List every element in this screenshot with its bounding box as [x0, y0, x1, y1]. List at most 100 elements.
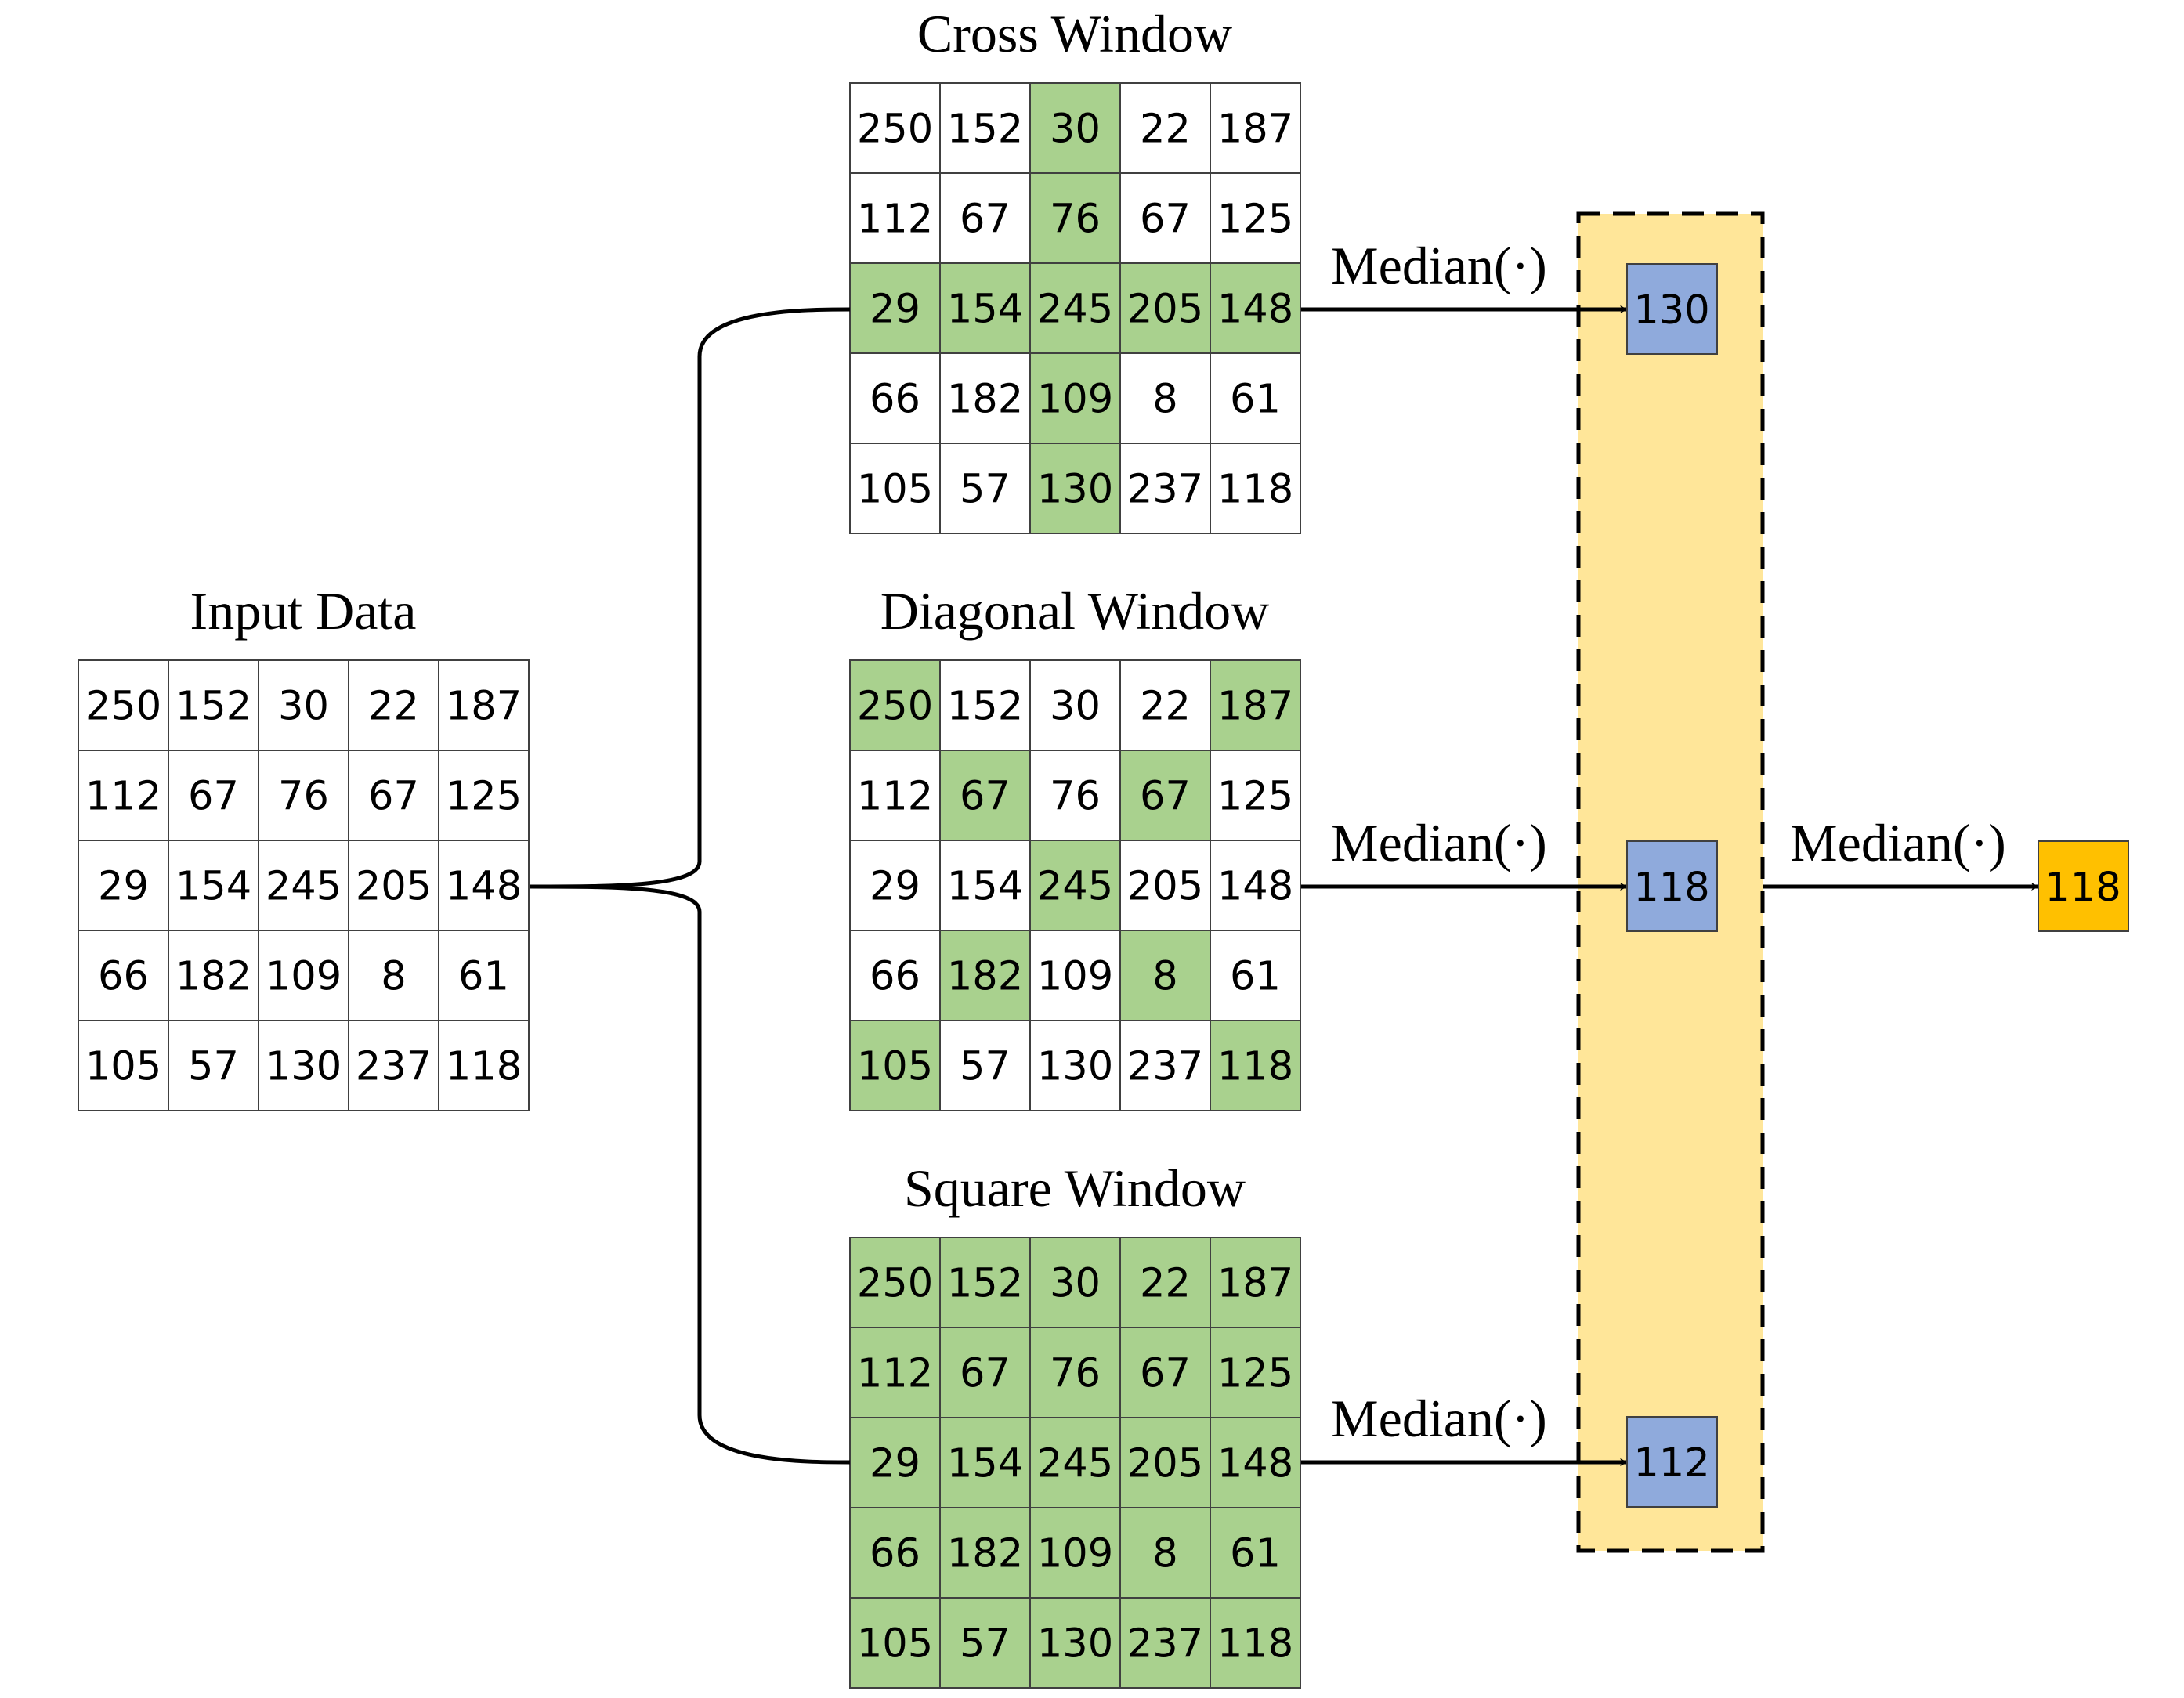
cross-cell — [1210, 82, 1301, 174]
cross-window-title: Cross Window — [917, 4, 1232, 63]
square-cell-value: 152 — [947, 1261, 1023, 1307]
square-median-label: Median(·) — [1331, 1389, 1547, 1448]
diagonal-cell-value: 182 — [947, 954, 1023, 1000]
cross-cell-value: 112 — [857, 197, 933, 243]
diagonal-cell-value: 109 — [1037, 954, 1113, 1000]
diagonal-cell-value: 245 — [1037, 864, 1113, 910]
diagonal-cell-value: 125 — [1217, 774, 1293, 820]
input-cell-value: 237 — [356, 1044, 432, 1090]
input-cell-value: 154 — [175, 864, 251, 910]
cross-cell — [849, 82, 941, 174]
diagonal-cell-value: 187 — [1217, 684, 1293, 730]
diagonal-cell-value: 67 — [960, 774, 1011, 820]
diagonal-cell-value: 30 — [1050, 684, 1101, 730]
diagonal-cell — [939, 659, 1031, 751]
diagonal-cell-value: 61 — [1230, 954, 1281, 1000]
input-cell — [438, 930, 530, 1021]
input-cell-value: 148 — [446, 864, 522, 910]
diagonal-cell-value: 66 — [870, 954, 920, 1000]
cross-cell — [1210, 172, 1301, 264]
square-result-value: 112 — [1633, 1440, 1709, 1487]
input-cell-value: 250 — [85, 684, 161, 730]
square-cell-value: 67 — [1140, 1351, 1191, 1397]
input-cell-value: 61 — [458, 954, 509, 1000]
input-cell — [168, 659, 259, 751]
input-cell-value: 245 — [266, 864, 342, 910]
square-cell-value: 57 — [960, 1621, 1011, 1667]
input-cell — [438, 750, 530, 841]
input-cell — [78, 930, 169, 1021]
input-cell — [168, 1020, 259, 1111]
input-cell-value: 109 — [266, 954, 342, 1000]
cross-cell-value: 22 — [1140, 107, 1191, 153]
input-cell — [168, 930, 259, 1021]
diagonal-cell — [1210, 840, 1301, 931]
cross-cell — [849, 352, 941, 444]
square-cell-highlighted — [1210, 1237, 1301, 1328]
input-cell-value: 76 — [278, 774, 329, 820]
cross-cell-value: 30 — [1050, 107, 1101, 153]
diagonal-cell-value: 205 — [1127, 864, 1203, 910]
input-cell — [258, 930, 349, 1021]
input-cell-value: 112 — [85, 774, 161, 820]
square-cell-highlighted — [1119, 1237, 1211, 1328]
diagonal-cell-value: 76 — [1050, 774, 1101, 820]
cross-result-value: 130 — [1633, 287, 1709, 334]
cross-cell-value: 152 — [947, 107, 1023, 153]
input-data-title: Input Data — [190, 581, 417, 641]
diagonal-cell — [939, 840, 1031, 931]
cross-cell-highlighted — [1029, 262, 1121, 354]
input-cell — [438, 840, 530, 931]
input-cell-value: 130 — [266, 1044, 342, 1090]
cross-cell-value: 67 — [960, 197, 1011, 243]
diagonal-cell-value: 148 — [1217, 864, 1293, 910]
input-cell — [258, 659, 349, 751]
diagonal-cell — [939, 1020, 1031, 1111]
input-cell-value: 105 — [85, 1044, 161, 1090]
square-cell-highlighted — [1210, 1417, 1301, 1508]
cross-cell — [1119, 443, 1211, 534]
square-cell-highlighted — [1210, 1507, 1301, 1599]
square-cell-value: 205 — [1127, 1441, 1203, 1487]
diagonal-window-title: Diagonal Window — [880, 581, 1270, 641]
cross-cell-value: 205 — [1127, 287, 1203, 333]
square-cell-highlighted — [849, 1417, 941, 1508]
input-cell — [168, 840, 259, 931]
square-cell-value: 125 — [1217, 1351, 1293, 1397]
diagonal-cell-highlighted — [849, 1020, 941, 1111]
diagonal-cell-highlighted — [849, 659, 941, 751]
cross-cell-value: 109 — [1037, 377, 1113, 423]
square-cell-highlighted — [1210, 1327, 1301, 1418]
diagonal-cell-value: 237 — [1127, 1044, 1203, 1090]
diagonal-result-box — [1626, 840, 1718, 932]
square-cell-value: 30 — [1050, 1261, 1101, 1307]
square-cell-value: 29 — [870, 1441, 920, 1487]
diagonal-result-value: 118 — [1633, 865, 1709, 911]
diagonal-cell — [849, 750, 941, 841]
diagonal-cell — [1029, 1020, 1121, 1111]
input-to-windows-connector-lower — [530, 884, 851, 1465]
square-cell-value: 250 — [857, 1261, 933, 1307]
diagonal-cell-value: 154 — [947, 864, 1023, 910]
square-cell-value: 22 — [1140, 1261, 1191, 1307]
square-cell-highlighted — [1119, 1417, 1211, 1508]
cross-result-box — [1626, 263, 1718, 355]
cross-cell-value: 57 — [960, 467, 1011, 513]
square-cell-value: 154 — [947, 1441, 1023, 1487]
square-window-title: Square Window — [904, 1158, 1246, 1218]
square-cell-highlighted — [1029, 1597, 1121, 1689]
input-to-windows-connector — [530, 307, 851, 889]
cross-cell-value: 237 — [1127, 467, 1203, 513]
square-cell-value: 187 — [1217, 1261, 1293, 1307]
square-cell-value: 130 — [1037, 1621, 1113, 1667]
input-cell — [78, 1020, 169, 1111]
diagonal-cell-value: 118 — [1217, 1044, 1293, 1090]
cross-cell-value: 125 — [1217, 197, 1293, 243]
cross-cell-value: 29 — [870, 287, 920, 333]
cross-cell-value: 67 — [1140, 197, 1191, 243]
cross-cell — [849, 172, 941, 264]
diagonal-cell-highlighted — [1210, 1020, 1301, 1111]
